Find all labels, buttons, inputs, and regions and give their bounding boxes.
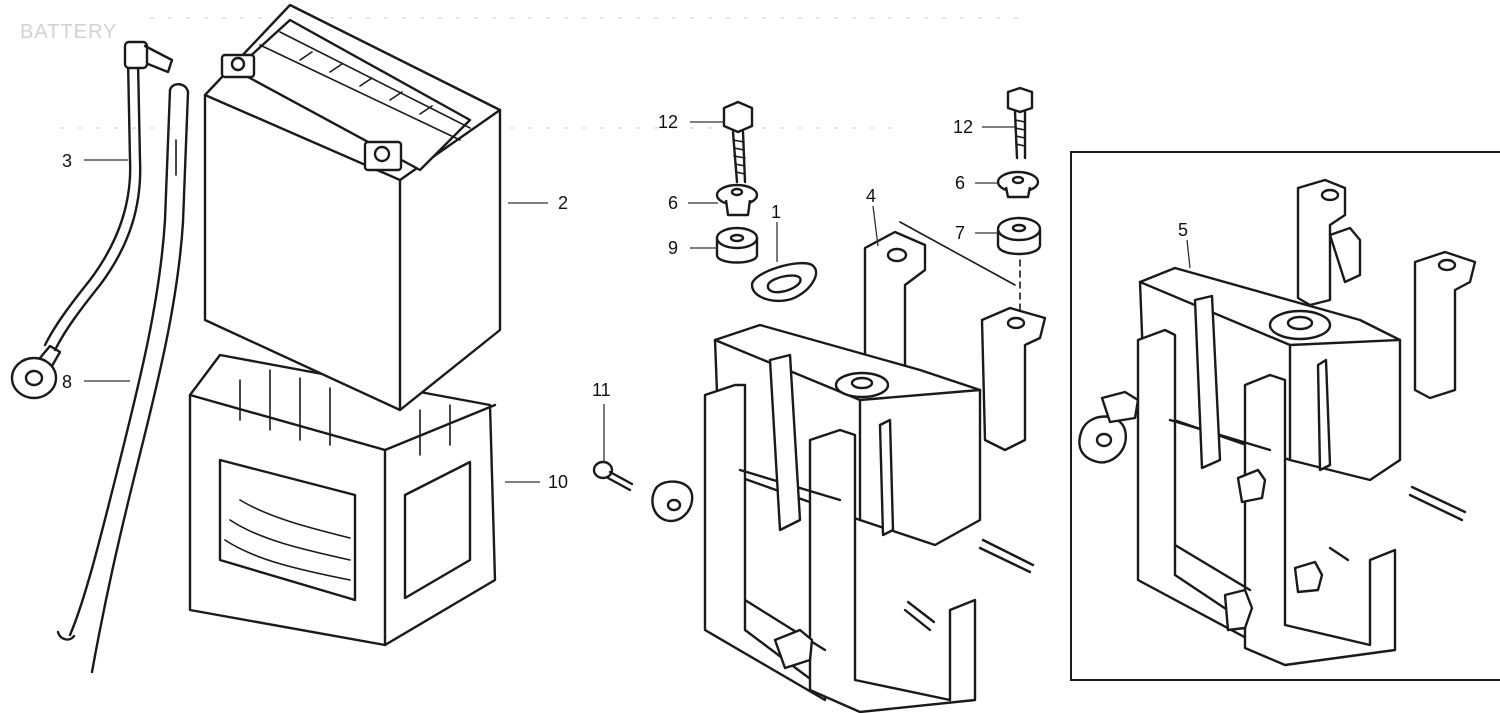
callout-8: 8	[62, 372, 72, 392]
part-1-grommet-ring	[750, 262, 818, 303]
part-10-battery-case	[188, 353, 497, 647]
callout-10: 10	[548, 472, 568, 492]
callout-12-right: 12	[953, 117, 973, 137]
callout-4: 4	[866, 186, 876, 206]
callouts: 2 3 8 10 12 6 9 1 4 11 12 6 7 5	[62, 112, 1191, 492]
diagram-title: BATTERY	[20, 21, 117, 43]
part-11-screw	[592, 460, 634, 492]
part-12-bolt-left	[722, 100, 754, 184]
part-3-battery-cable	[10, 40, 174, 400]
part-12-bolt-right	[1006, 86, 1034, 160]
callout-12-left: 12	[658, 112, 678, 132]
part-6-grommet-left	[715, 183, 759, 217]
callout-6-right: 6	[955, 173, 965, 193]
callout-5: 5	[1178, 220, 1188, 240]
callout-6-left: 6	[668, 193, 678, 213]
callout-2: 2	[558, 193, 568, 213]
callout-1: 1	[771, 202, 781, 222]
part-5-battery-holder-inset	[1078, 178, 1477, 667]
part-7-rubber-cushion	[996, 216, 1042, 256]
callout-7: 7	[955, 223, 965, 243]
inset-frame	[1070, 151, 1500, 681]
part-6-grommet-right	[996, 170, 1040, 199]
part-4-battery-holder	[651, 230, 1047, 713]
part-8-breather-tube	[56, 83, 190, 674]
callout-9: 9	[668, 238, 678, 258]
callout-3: 3	[62, 151, 72, 171]
callout-11: 11	[592, 380, 611, 400]
alignment-line-diagonal	[899, 221, 1016, 286]
part-2-battery	[203, 3, 502, 412]
part-9-rubber-cushion	[715, 226, 759, 264]
